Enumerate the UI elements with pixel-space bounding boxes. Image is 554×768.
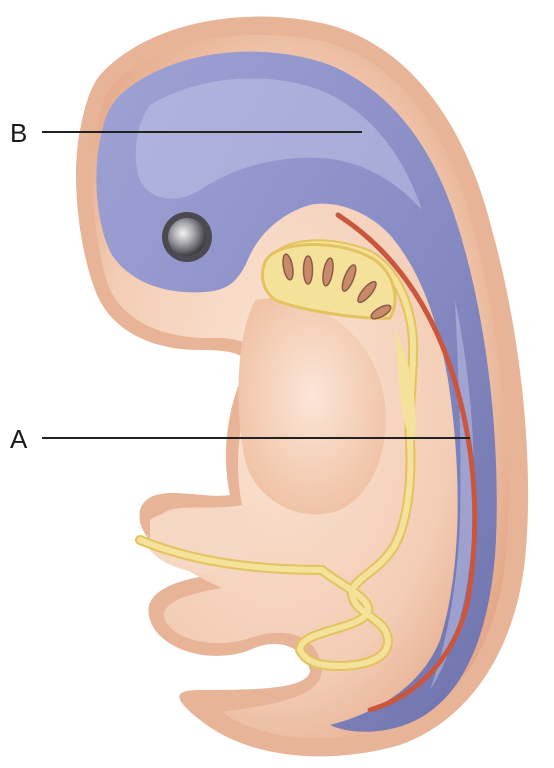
eye-icon	[162, 212, 212, 262]
label-a: A	[10, 426, 27, 452]
label-b: B	[10, 120, 27, 146]
